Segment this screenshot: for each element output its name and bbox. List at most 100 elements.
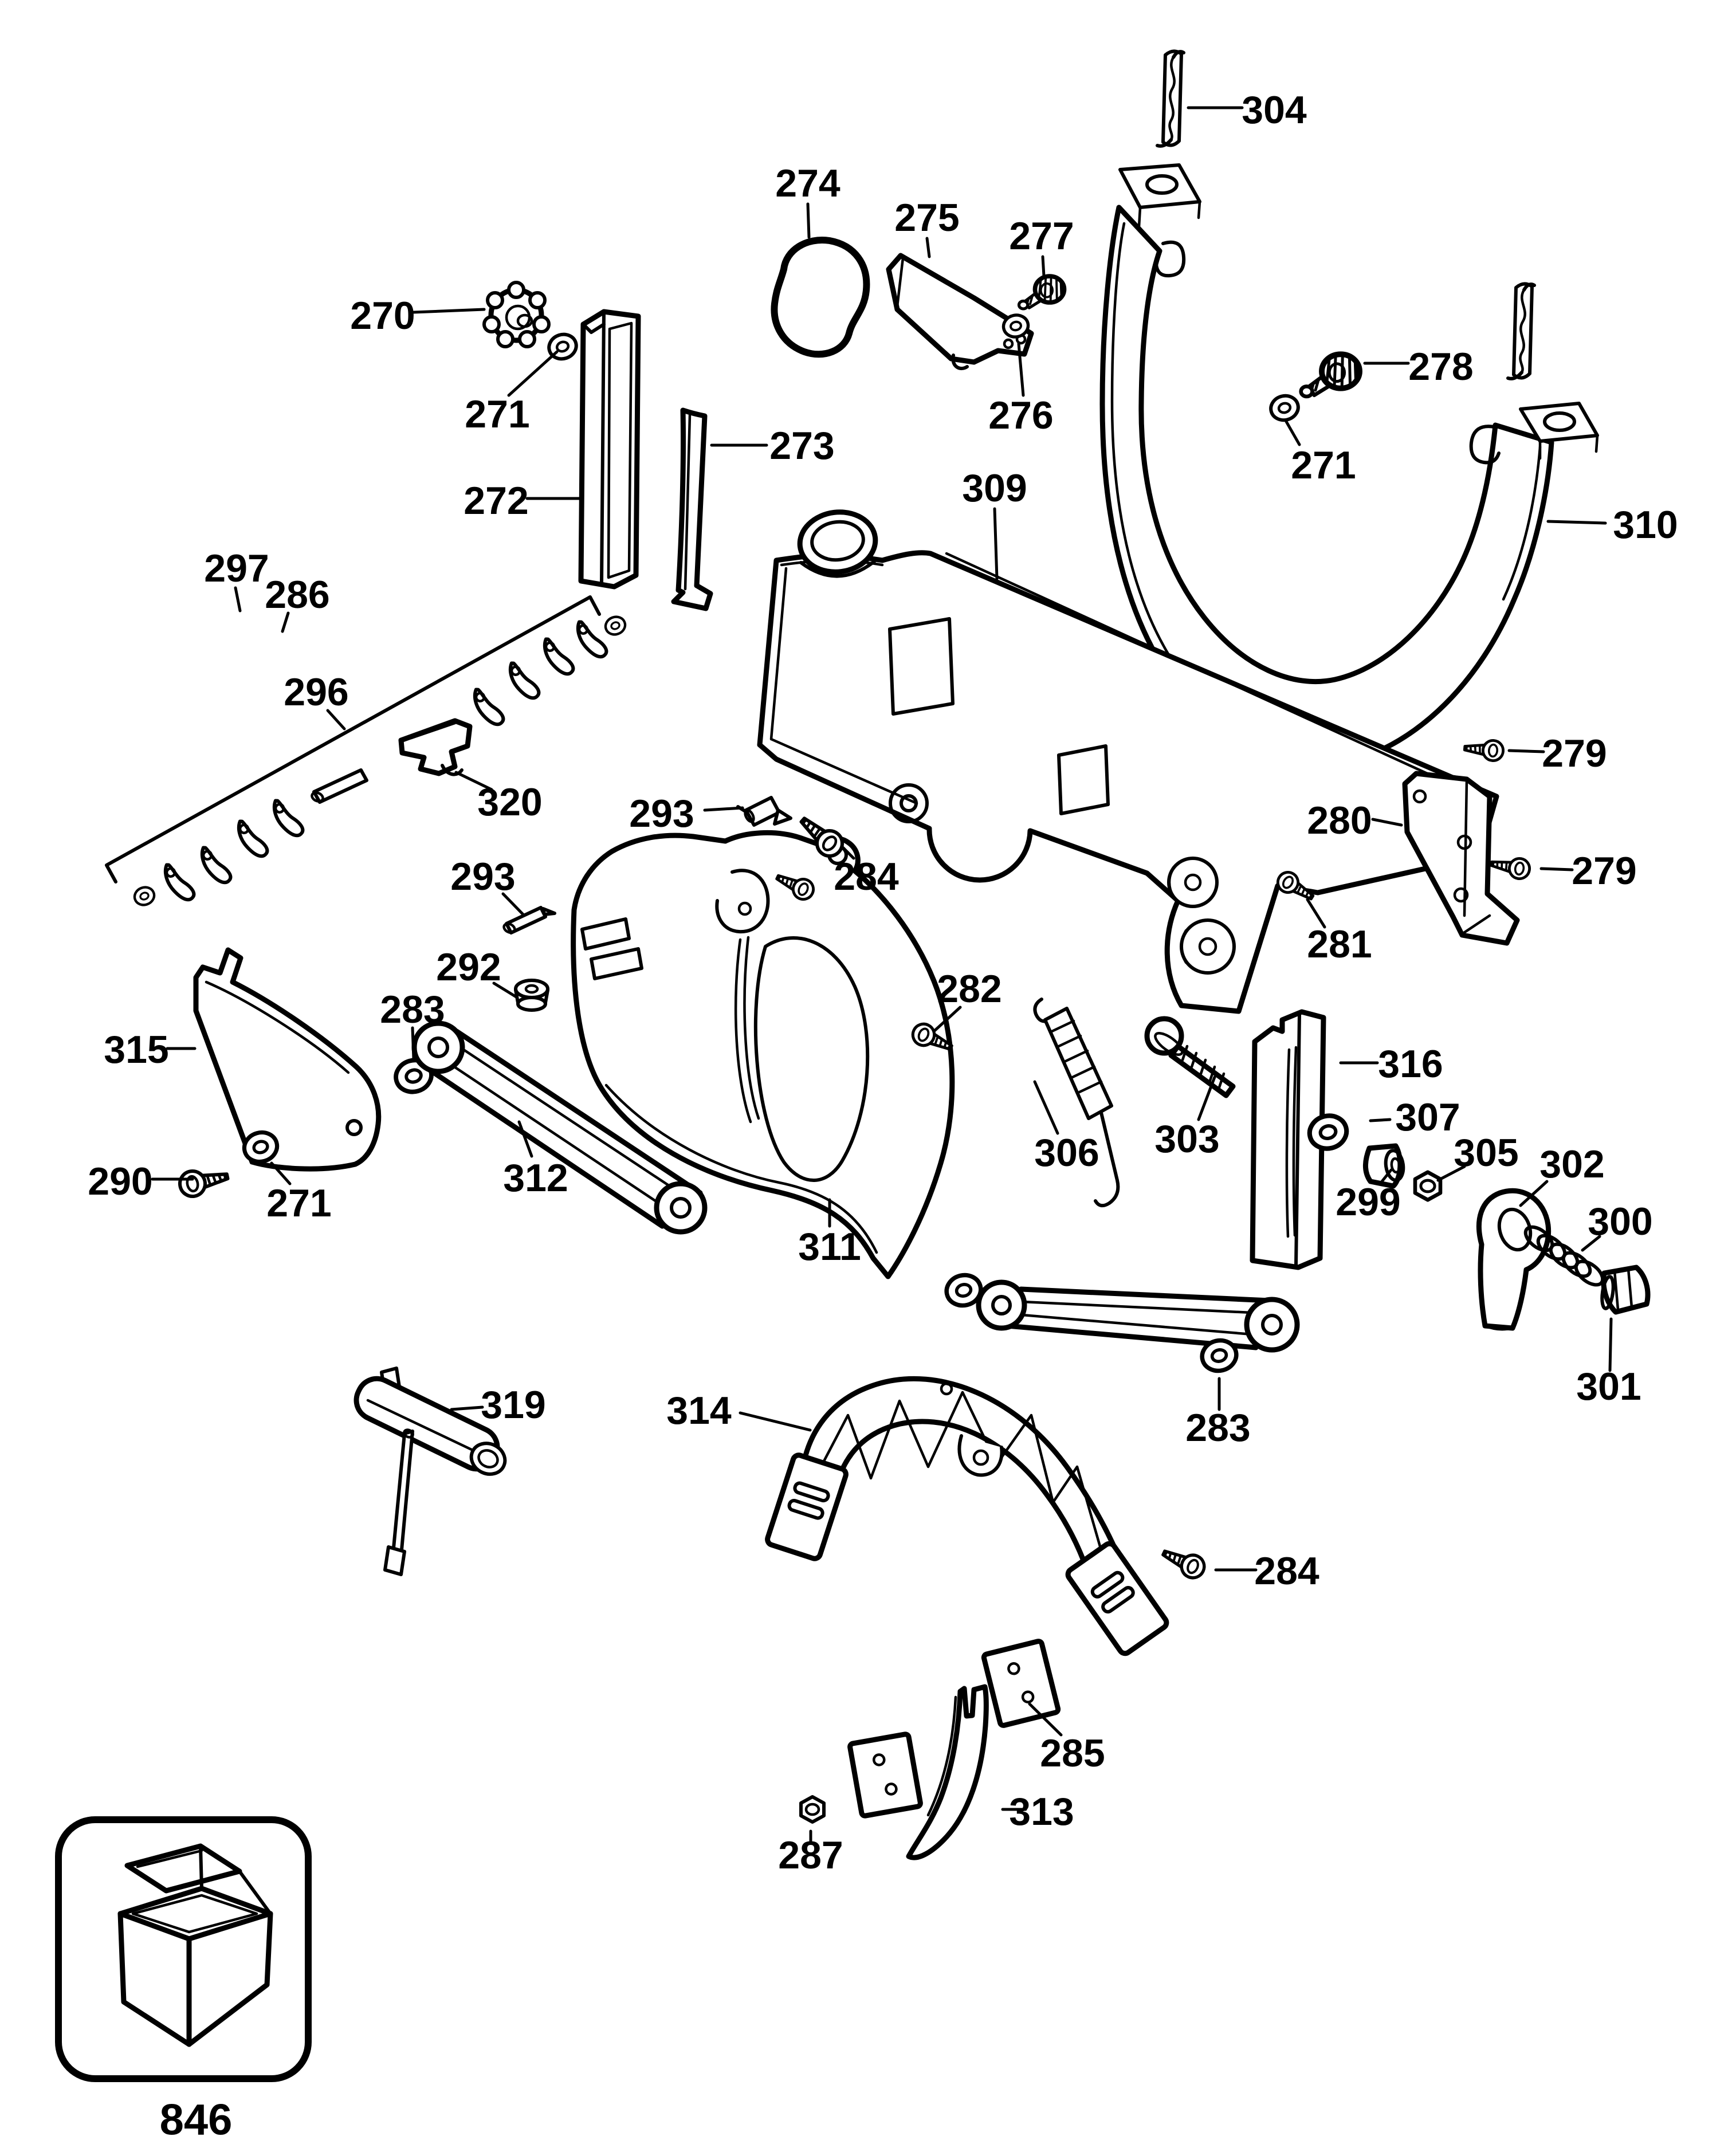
guard-foot-left — [765, 1452, 849, 1561]
guard-window — [888, 617, 955, 716]
callout-leader-277-6 — [1041, 255, 1046, 278]
callout-leader-281-34 — [1306, 898, 1326, 929]
lower-blade-guard-311 — [571, 830, 955, 1279]
callout-label-280-31: 280 — [1307, 799, 1372, 842]
callout-label-310-11: 310 — [1613, 503, 1678, 547]
pawl-holder-320 — [398, 718, 473, 776]
callout-label-315-22: 315 — [104, 1028, 168, 1071]
callout-label-275-5: 275 — [894, 196, 959, 239]
callout-label-284-18: 284 — [834, 855, 899, 898]
kerf-plate-285b — [847, 1731, 923, 1819]
callout-leader-300-39 — [1581, 1235, 1601, 1252]
callout-label-296-15: 296 — [284, 670, 348, 714]
guard-foot-right — [1065, 1541, 1169, 1656]
link-arm-312 — [411, 1020, 708, 1235]
callout-label-303-29: 303 — [1154, 1117, 1219, 1161]
dust-port-collar — [797, 509, 878, 578]
callout-label-297-13: 297 — [204, 547, 269, 590]
riving-knife-313 — [906, 1684, 989, 1860]
callout-label-846-48: 846 — [160, 2096, 233, 2144]
bushing-299 — [1363, 1143, 1405, 1189]
callout-label-305-37: 305 — [1454, 1131, 1518, 1175]
kerf-plate-285a — [981, 1639, 1061, 1728]
guard-plate-315 — [193, 947, 382, 1172]
anti-kickback-pawl — [160, 861, 196, 905]
callout-label-271-1: 271 — [465, 392, 529, 436]
callout-label-307-35: 307 — [1395, 1095, 1460, 1139]
hook-slot-left — [1154, 240, 1186, 278]
callout-label-274-4: 274 — [775, 162, 840, 205]
callout-label-302-38: 302 — [1539, 1142, 1604, 1186]
callout-label-299-36: 299 — [1336, 1180, 1400, 1224]
callout-leader-303-29 — [1197, 1075, 1216, 1121]
callout-label-276-7: 276 — [988, 394, 1053, 437]
slide-channel-316 — [1250, 1009, 1326, 1270]
tension-spring-306 — [1033, 998, 1120, 1208]
thumbscrew-278 — [1301, 354, 1360, 396]
callout-leader-297-13 — [234, 586, 242, 612]
guard-ring-310 — [1099, 163, 1599, 768]
spacer-strip-273 — [671, 407, 713, 611]
screw-290 — [178, 1164, 230, 1199]
callout-label-290-23: 290 — [88, 1160, 152, 1203]
guard-lug — [957, 1434, 1004, 1477]
callout-leader-271-24 — [270, 1161, 292, 1185]
callout-leader-309-12 — [993, 507, 999, 580]
anti-kickback-pawl — [572, 618, 608, 662]
guard-roller — [1180, 918, 1236, 975]
callout-label-313-46: 313 — [1009, 1790, 1074, 1833]
callout-label-312-25: 312 — [503, 1156, 568, 1200]
callout-leader-320-16 — [454, 771, 493, 791]
callout-leader-275-5 — [925, 237, 931, 258]
carriage-bolt-303 — [1144, 1016, 1236, 1098]
callout-label-271-10: 271 — [1291, 443, 1356, 487]
callout-leader-274-4 — [806, 202, 811, 239]
anti-kickback-pawl — [539, 635, 575, 679]
pawl-washer-left — [132, 885, 157, 908]
spring-pin-304 — [1157, 51, 1184, 146]
support-bracket-280 — [1402, 771, 1520, 946]
callout-leader-299-36 — [1380, 1168, 1393, 1183]
washer-271b — [1268, 393, 1301, 423]
callout-label-287-47: 287 — [778, 1833, 843, 1877]
callout-label-306-28: 306 — [1034, 1131, 1099, 1175]
star-knob-270 — [482, 281, 551, 348]
callout-leader-271-10 — [1284, 419, 1301, 446]
callout-label-301-40: 301 — [1576, 1365, 1641, 1408]
callout-label-300-39: 300 — [1588, 1200, 1652, 1243]
nut-305 — [1415, 1172, 1440, 1200]
callout-label-311-26: 311 — [798, 1225, 861, 1269]
callout-leader-307-35 — [1369, 1118, 1392, 1122]
callout-leader-284-18 — [840, 845, 855, 860]
callout-leader-301-40 — [1608, 1317, 1613, 1372]
callout-leader-283-21 — [411, 1026, 415, 1061]
spacer-channel-272 — [578, 309, 641, 590]
callout-label-285-45: 285 — [1040, 1731, 1105, 1775]
pin-293b — [502, 906, 556, 934]
thumbscrew-277 — [1019, 276, 1064, 309]
callout-leader-293-19 — [501, 892, 525, 916]
screw-279a — [1464, 738, 1504, 761]
pawl-assembly-line-296 — [105, 595, 627, 908]
callout-label-278-9: 278 — [1408, 345, 1473, 388]
mount-tab-left — [1118, 163, 1201, 209]
callout-leader-271-1 — [507, 350, 559, 397]
lattice-guard-314 — [765, 1376, 1169, 1656]
hinge-pin-293a — [736, 796, 792, 827]
callout-leader-293-17 — [703, 806, 744, 812]
callout-label-270-0: 270 — [350, 294, 415, 337]
nut-287 — [801, 1797, 824, 1822]
anti-kickback-pawl — [269, 796, 305, 841]
callout-label-292-20: 292 — [436, 945, 501, 989]
callout-leader-314-44 — [739, 1411, 812, 1432]
callout-label-309-12: 309 — [962, 466, 1027, 510]
callout-label-279-32: 279 — [1542, 732, 1607, 775]
callout-label-320-16: 320 — [477, 780, 542, 824]
callout-label-271-24: 271 — [266, 1181, 331, 1225]
callout-leader-319-43 — [450, 1405, 484, 1411]
lock-lever-302 — [1476, 1188, 1552, 1331]
callout-leader-270-0 — [412, 308, 486, 314]
anti-kickback-pawl — [505, 659, 541, 703]
